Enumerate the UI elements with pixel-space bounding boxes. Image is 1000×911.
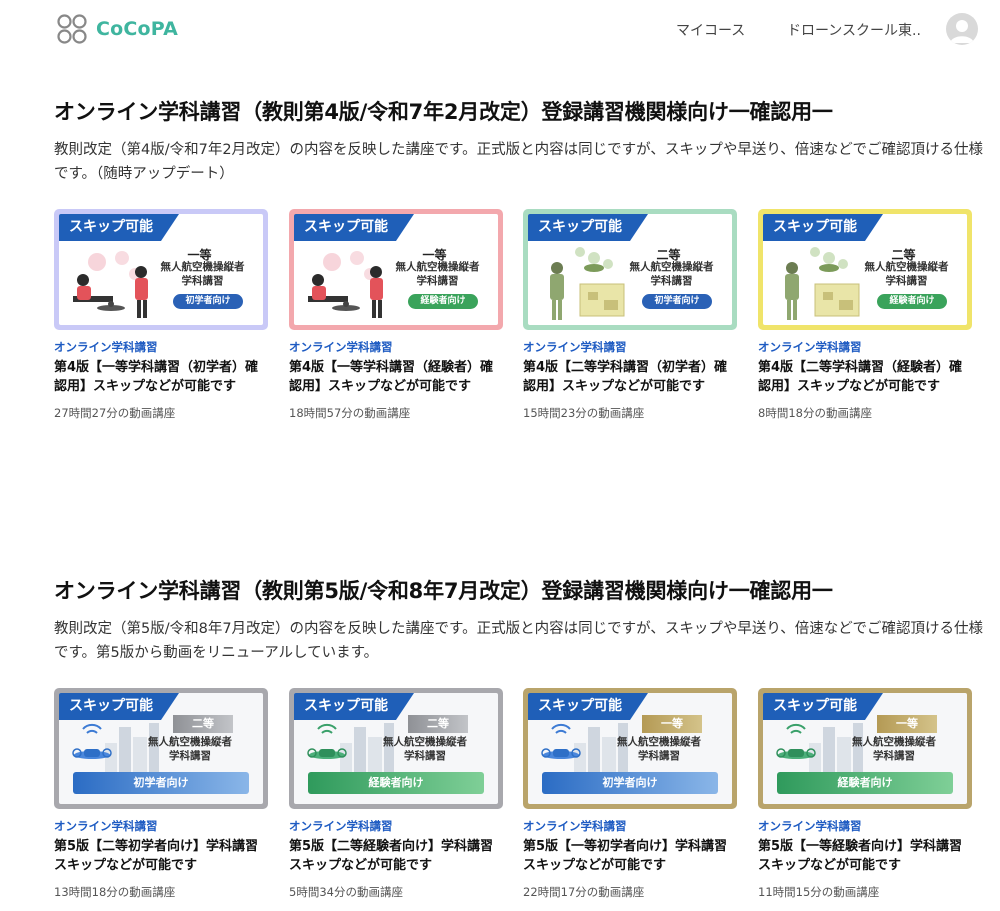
level-bar: 経験者向け: [308, 772, 484, 794]
level-bar: 経験者向け: [777, 772, 953, 794]
grade-label: 二等: [656, 248, 681, 262]
drone-city-illustration-icon: [541, 723, 628, 779]
course-card[interactable]: スキップ可能 一等 無人航空機操縦者 学科講習 初学者向け オンライン学科講習 …: [523, 688, 737, 900]
course-duration: 11時間15分の動画講座: [758, 885, 880, 899]
license-label: 無人航空機操縦者 学科講習: [160, 261, 245, 287]
course-thumbnail[interactable]: スキップ可能 一等 無人航空機操縦者 学科講習 経験者向け: [758, 688, 972, 809]
level-pill: 初学者向け: [173, 294, 243, 309]
course-title[interactable]: 第5版【一等経験者向け】学科講習スキップなどが可能です: [758, 839, 963, 873]
level-pill: 経験者向け: [877, 294, 947, 309]
skip-available-badge: スキップ可能: [528, 214, 648, 241]
site-header: CoCoPA マイコース ドローンスクール東...: [0, 0, 1000, 60]
course-thumbnail[interactable]: スキップ可能 二等 無人航空機操縦者 学科講習 初学者向け: [523, 209, 737, 330]
course-duration: 5時間34分の動画講座: [289, 885, 403, 899]
course-duration: 13時間18分の動画講座: [54, 885, 176, 899]
course-card[interactable]: スキップ可能 一等 無人航空機操縦者 学科講習 経験者向け オンライン学科講習 …: [758, 688, 972, 900]
cocopa-logo-icon: [57, 14, 87, 44]
license-label: 無人航空機操縦者 学科講習: [395, 261, 480, 287]
license-label: 無人航空機操縦者 学科講習: [383, 736, 467, 762]
course-title[interactable]: 第5版【二等初学者向け】学科講習スキップなどが可能です: [54, 839, 259, 873]
course-duration: 22時間17分の動画講座: [523, 885, 645, 899]
course-card[interactable]: スキップ可能 一等 無人航空機操縦者 学科講習 初学者向け オンライン学科講習 …: [54, 209, 268, 421]
grade-label: 一等: [877, 715, 937, 733]
course-thumbnail[interactable]: スキップ可能 二等 無人航空機操縦者 学科講習 経験者向け: [289, 688, 503, 809]
logo[interactable]: CoCoPA: [56, 13, 178, 45]
grade-label: 一等: [642, 715, 702, 733]
instructor-illustration-icon: [308, 251, 383, 318]
course-card-list: スキップ可能 二等 無人航空機操縦者 学科講習 初学者向け オンライン学科講習 …: [54, 688, 984, 908]
course-card[interactable]: スキップ可能 一等 無人航空機操縦者 学科講習 経験者向け オンライン学科講習 …: [289, 209, 503, 421]
license-label: 無人航空機操縦者 学科講習: [864, 261, 949, 287]
course-category: オンライン学科講習: [523, 340, 627, 354]
grade-label: 一等: [187, 248, 212, 262]
level-pill: 経験者向け: [408, 294, 478, 309]
skip-available-badge: スキップ可能: [294, 214, 414, 241]
course-title[interactable]: 第4版【一等学科講習（初学者）確認用】スキップなどが可能です: [54, 360, 259, 394]
course-thumbnail[interactable]: スキップ可能 一等 無人航空機操縦者 学科講習 経験者向け: [289, 209, 503, 330]
skip-available-badge: スキップ可能: [763, 214, 883, 241]
course-card[interactable]: スキップ可能 二等 無人航空機操縦者 学科講習 初学者向け オンライン学科講習 …: [54, 688, 268, 900]
grade-label: 二等: [173, 715, 233, 733]
skip-available-badge: スキップ可能: [528, 693, 648, 720]
section-description: 教則改定（第4版/令和7年2月改定）の内容を反映した講座です。正式版と内容は同じ…: [54, 142, 983, 182]
course-title[interactable]: 第4版【二等学科講習（経験者）確認用】スキップなどが可能です: [758, 360, 963, 394]
course-category: オンライン学科講習: [54, 340, 158, 354]
course-section-4th-edition: オンライン学科講習（教則第4版/令和7年2月改定）登録講習機関様向け一確認用一 …: [54, 96, 984, 420]
course-title[interactable]: 第5版【一等初学者向け】学科講習スキップなどが可能です: [523, 839, 728, 873]
section-title: オンライン学科講習（教則第5版/令和8年7月改定）登録講習機関様向け一確認用一: [54, 579, 833, 603]
course-category: オンライン学科講習: [758, 340, 862, 354]
course-duration: 8時間18分の動画講座: [758, 406, 872, 420]
course-category: オンライン学科講習: [54, 819, 158, 833]
skip-available-badge: スキップ可能: [294, 693, 414, 720]
drone-city-green-illustration-icon: [307, 723, 394, 779]
course-card[interactable]: スキップ可能 二等 無人航空機操縦者 学科講習 経験者向け オンライン学科講習 …: [289, 688, 503, 900]
course-category: オンライン学科講習: [289, 340, 393, 354]
course-category: オンライン学科講習: [523, 819, 627, 833]
course-card-list: スキップ可能 一等 無人航空機操縦者 学科講習 初学者向け オンライン学科講習 …: [54, 209, 984, 429]
license-label: 無人航空機操縦者 学科講習: [617, 736, 701, 762]
course-card[interactable]: スキップ可能 二等 無人航空機操縦者 学科講習 経験者向け オンライン学科講習 …: [758, 209, 972, 421]
grade-label: 二等: [891, 248, 916, 262]
course-category: オンライン学科講習: [758, 819, 862, 833]
section-title: オンライン学科講習（教則第4版/令和7年2月改定）登録講習機関様向け一確認用一: [54, 100, 833, 124]
grade-label: 二等: [408, 715, 468, 733]
course-duration: 18時間57分の動画講座: [289, 406, 411, 420]
grade-label: 一等: [422, 248, 447, 262]
drone-operator-illustration-icon: [785, 247, 860, 320]
course-thumbnail[interactable]: スキップ可能 一等 無人航空機操縦者 学科講習 初学者向け: [523, 688, 737, 809]
course-category: オンライン学科講習: [289, 819, 393, 833]
skip-available-badge: スキップ可能: [763, 693, 883, 720]
level-bar: 初学者向け: [73, 772, 249, 794]
section-description: 教則改定（第5版/令和8年7月改定）の内容を反映した講座です。正式版と内容は同じ…: [54, 621, 983, 661]
course-thumbnail[interactable]: スキップ可能 二等 無人航空機操縦者 学科講習 経験者向け: [758, 209, 972, 330]
user-avatar-icon[interactable]: [946, 13, 978, 45]
nav-school-menu[interactable]: ドローンスクール東...: [787, 23, 922, 39]
course-thumbnail[interactable]: スキップ可能 二等 無人航空機操縦者 学科講習 初学者向け: [54, 688, 268, 809]
course-thumbnail[interactable]: スキップ可能 一等 無人航空機操縦者 学科講習 初学者向け: [54, 209, 268, 330]
level-bar: 初学者向け: [542, 772, 718, 794]
drone-city-illustration-icon: [72, 723, 159, 779]
course-title[interactable]: 第4版【一等学科講習（経験者）確認用】スキップなどが可能です: [289, 360, 494, 394]
instructor-illustration-icon: [73, 251, 148, 318]
course-title[interactable]: 第4版【二等学科講習（初学者）確認用】スキップなどが可能です: [523, 360, 728, 394]
skip-available-badge: スキップ可能: [59, 214, 179, 241]
license-label: 無人航空機操縦者 学科講習: [629, 261, 714, 287]
license-label: 無人航空機操縦者 学科講習: [852, 736, 936, 762]
level-pill: 初学者向け: [642, 294, 712, 309]
course-title[interactable]: 第5版【二等経験者向け】学科講習スキップなどが可能です: [289, 839, 494, 873]
course-section-5th-edition: オンライン学科講習（教則第5版/令和8年7月改定）登録講習機関様向け一確認用一 …: [54, 575, 984, 899]
license-label: 無人航空機操縦者 学科講習: [148, 736, 232, 762]
course-duration: 15時間23分の動画講座: [523, 406, 645, 420]
course-duration: 27時間27分の動画講座: [54, 406, 176, 420]
drone-operator-illustration-icon: [550, 247, 625, 320]
nav-my-course[interactable]: マイコース: [676, 23, 746, 39]
drone-city-green-illustration-icon: [776, 723, 863, 779]
logo-text: CoCoPA: [96, 18, 179, 40]
course-card[interactable]: スキップ可能 二等 無人航空機操縦者 学科講習 初学者向け オンライン学科講習 …: [523, 209, 737, 421]
skip-available-badge: スキップ可能: [59, 693, 179, 720]
